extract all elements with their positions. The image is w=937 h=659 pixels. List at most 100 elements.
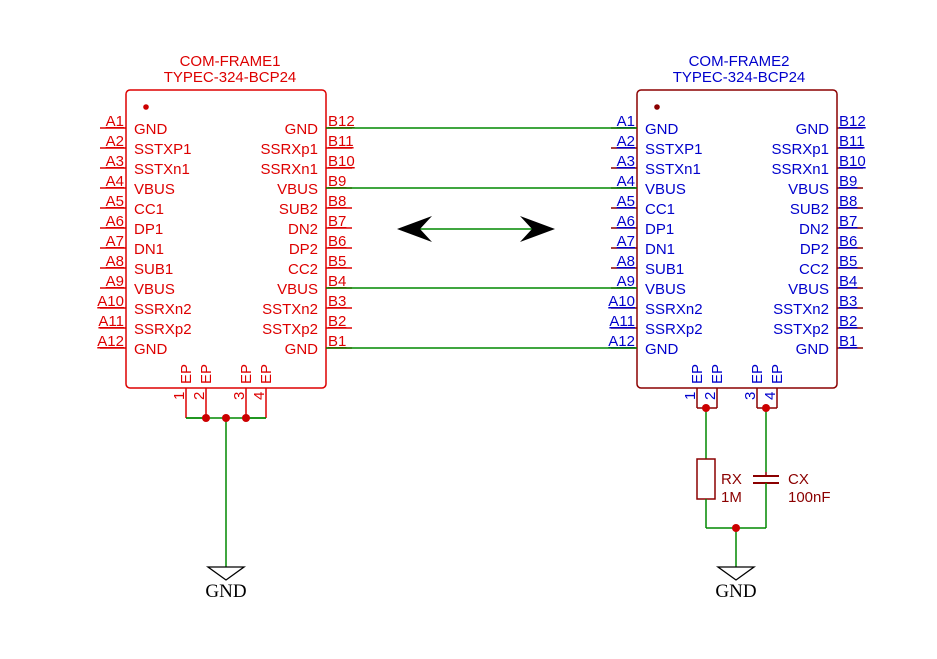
pin-number: A1: [617, 113, 635, 130]
frame1-pin1-marker: [143, 104, 149, 110]
pin-number: B7: [839, 213, 857, 230]
pin-number: A5: [106, 193, 124, 210]
pin-name: EP: [238, 364, 255, 384]
pin-name: SSTXP1: [645, 141, 703, 158]
pin-name: CC1: [134, 201, 164, 218]
pin-name: DP2: [800, 241, 829, 258]
pin-name: SSRXp1: [260, 141, 318, 158]
pin-number: A7: [106, 233, 124, 250]
pin-number: B11: [328, 133, 354, 150]
pin-number: A8: [106, 253, 124, 270]
frame1-ground-net: GND: [186, 414, 266, 602]
pin-name: SSRXp2: [645, 321, 703, 338]
pin-name: GND: [134, 121, 168, 138]
ground-symbol-icon: [205, 566, 247, 581]
pin-number: A3: [106, 153, 124, 170]
pin-number: A5: [617, 193, 635, 210]
pin-name: SSRXp1: [771, 141, 829, 158]
ground-label-left: GND: [205, 581, 246, 602]
pin-number: A11: [98, 313, 124, 330]
pin-name: SSRXn2: [134, 301, 192, 318]
pin-number: B9: [839, 173, 857, 190]
pin-number: A8: [617, 253, 635, 270]
pin-name: SSTXn1: [134, 161, 190, 178]
pin-name: DP1: [134, 221, 163, 238]
pin-name: VBUS: [645, 281, 686, 298]
pin-number: A6: [617, 213, 635, 230]
pin-name: DN1: [134, 241, 164, 258]
pin-name: SSTXn1: [645, 161, 701, 178]
pin-name: SSTXP1: [134, 141, 192, 158]
pin-number: B1: [839, 333, 857, 350]
frame-interconnect-wires: [326, 127, 637, 349]
pin-number: A7: [617, 233, 635, 250]
pin-number: 3: [742, 392, 759, 400]
rx-name: RX: [721, 471, 742, 488]
pin-number: 4: [762, 392, 779, 400]
junction-dot: [702, 404, 710, 412]
pin-number: B9: [328, 173, 346, 190]
pin-number: 1: [171, 392, 188, 400]
pin-name: SSTXn2: [262, 301, 318, 318]
pin-number: 2: [702, 392, 719, 400]
pin-number: B2: [839, 313, 857, 330]
pin-name: VBUS: [277, 181, 318, 198]
frame2-name: COM-FRAME2: [689, 53, 790, 70]
pin-name: DN2: [799, 221, 829, 238]
pin-name: VBUS: [645, 181, 686, 198]
pin-name: CC1: [645, 201, 675, 218]
pin-number: A4: [106, 173, 124, 190]
cx-value: 100nF: [788, 489, 831, 506]
pin-number: A10: [97, 293, 124, 310]
junction-dot: [242, 414, 250, 422]
pin-number: B10: [839, 153, 866, 170]
pin-name: CC2: [799, 261, 829, 278]
pin-name: SSRXn1: [771, 161, 829, 178]
pin-name: GND: [796, 341, 830, 358]
pin-name: VBUS: [788, 281, 829, 298]
pin-number: B5: [328, 253, 346, 270]
pin-name: DP1: [645, 221, 674, 238]
pin-name: GND: [645, 341, 679, 358]
pin-number: A9: [617, 273, 635, 290]
pin-name: EP: [258, 364, 275, 384]
pin-number: A12: [97, 333, 124, 350]
pin-number: B4: [839, 273, 857, 290]
pin-number: B4: [328, 273, 346, 290]
pin-number: A10: [608, 293, 635, 310]
pin-number: B12: [328, 113, 355, 130]
ground-label-right: GND: [715, 581, 756, 602]
frame2-body: [636, 89, 838, 389]
double-arrow-icon: [397, 216, 555, 242]
pin-name: EP: [198, 364, 215, 384]
pin-number: B11: [839, 133, 865, 150]
pin-name: GND: [285, 121, 319, 138]
pin-number: B2: [328, 313, 346, 330]
ground-symbol-icon: [715, 566, 757, 581]
pin-name: SSRXn2: [645, 301, 703, 318]
pin-number: B3: [328, 293, 346, 310]
pin-number: B12: [839, 113, 866, 130]
junction-dot: [732, 524, 740, 532]
pin-number: B5: [839, 253, 857, 270]
pin-number: 1: [682, 392, 699, 400]
capacitor-cx: CX 100nF: [753, 471, 831, 506]
pin-number: 2: [191, 392, 208, 400]
frame1-name: COM-FRAME1: [180, 53, 281, 70]
junction-dot: [222, 414, 230, 422]
pin-number: B10: [328, 153, 355, 170]
pin-name: EP: [689, 364, 706, 384]
pin-number: 4: [251, 392, 268, 400]
pin-number: B6: [839, 233, 857, 250]
pin-name: SUB2: [279, 201, 318, 218]
pin-number: B8: [839, 193, 857, 210]
pin-name: SSTXp2: [262, 321, 318, 338]
pin-number: A2: [106, 133, 124, 150]
pin-name: EP: [709, 364, 726, 384]
pin-name: CC2: [288, 261, 318, 278]
pin-number: A2: [617, 133, 635, 150]
pin-number: A6: [106, 213, 124, 230]
